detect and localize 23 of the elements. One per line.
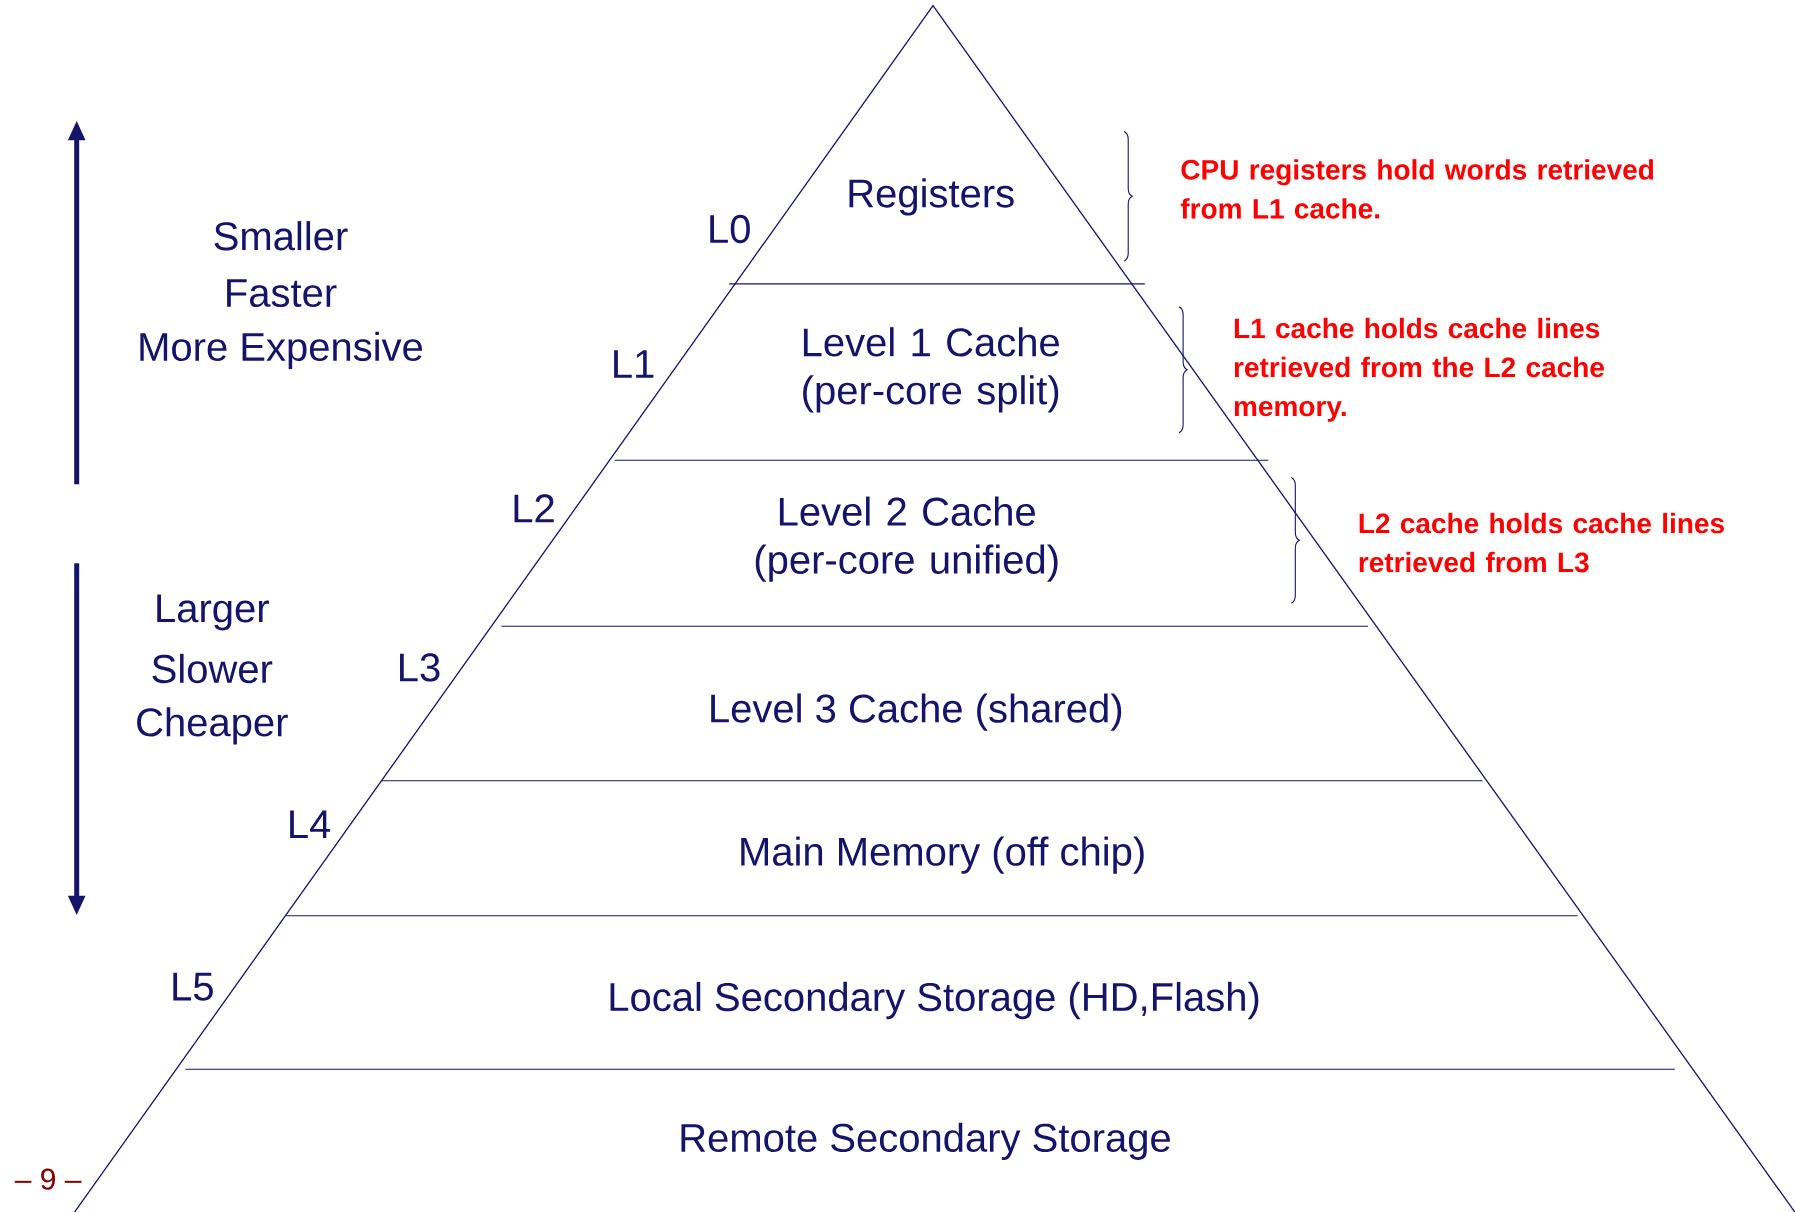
level-number: L4 xyxy=(290,810,331,838)
level-label: Local Secondary Storage (HD,Flash) xyxy=(610,981,1259,1020)
level-label: Level 1 Cache (per-core split) xyxy=(803,327,1059,413)
level-number: L2 xyxy=(514,494,554,523)
level-label: Registers xyxy=(849,178,1014,216)
annotation: L2 cache holds cache lines retrieved from L3 xyxy=(1359,512,1724,573)
side-label: Slower xyxy=(152,653,273,684)
annotation: L1 cache holds cache lines retrieved from the L2 cache memory. xyxy=(1234,317,1604,422)
level-number: L5 xyxy=(173,972,213,1001)
annotation: CPU registers hold words retrieved from L1 cache. xyxy=(1180,159,1653,219)
level-label: Remote Secondary Storage xyxy=(681,1122,1170,1160)
level-number: L3 xyxy=(400,653,440,682)
level-label: Level 3 Cache (shared) xyxy=(711,693,1122,731)
side-label: Smaller xyxy=(214,221,348,251)
side-label: More Expensive xyxy=(140,331,423,369)
side-label: Faster xyxy=(227,279,337,308)
page-number: – 9 – xyxy=(14,1168,82,1190)
side-label: Larger xyxy=(157,594,269,631)
level-number: L1 xyxy=(614,350,654,378)
side-label: Cheaper xyxy=(137,707,288,745)
level-number: L0 xyxy=(710,214,750,244)
level-label: Level 2 Cache (per-core unified) xyxy=(755,496,1058,582)
level-label: Main Memory (off chip) xyxy=(741,836,1144,874)
